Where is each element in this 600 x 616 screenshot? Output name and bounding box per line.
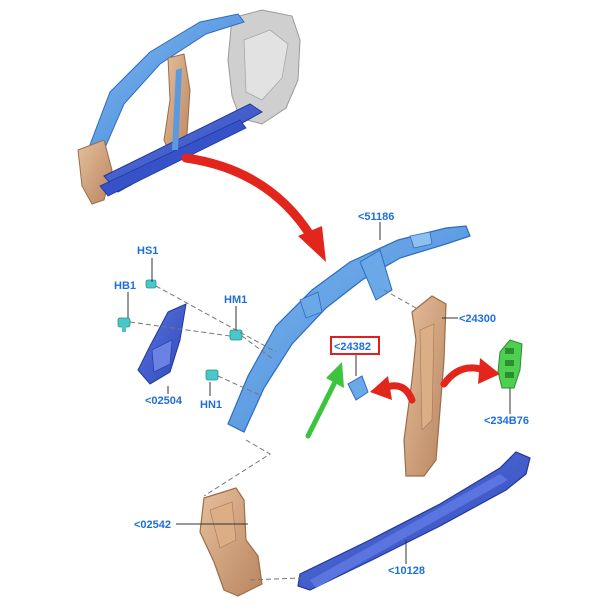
red-arrow-right <box>440 358 500 388</box>
label-hs1: HS1 <box>137 245 158 257</box>
part-02542-hinge-pillar <box>199 487 263 597</box>
part-24382-bracket <box>347 375 369 401</box>
label-hb1: HB1 <box>114 280 136 292</box>
green-arrow <box>305 362 344 439</box>
label-02504: <02504 <box>145 395 183 407</box>
part-51186-roof-rail <box>227 225 471 433</box>
fastener-hn1-icon <box>205 369 219 381</box>
label-24300: <24300 <box>459 313 496 325</box>
label-hn1: HN1 <box>200 399 222 411</box>
part-10128-rocker <box>297 451 531 591</box>
red-arrow-left <box>370 376 416 404</box>
fastener-hs1-icon <box>145 279 157 289</box>
part-02504-a-pillar-lower <box>137 303 187 385</box>
full-body-side-assembly <box>77 9 301 205</box>
assembly-guide-lines <box>129 285 417 581</box>
fastener-hb1-icon <box>117 317 131 332</box>
leader-lines <box>127 222 511 564</box>
label-hm1: HM1 <box>224 294 247 306</box>
roof-rail-assembly <box>87 13 245 151</box>
label-24382: <24382 <box>334 341 371 353</box>
highlight-box-24382 <box>330 336 380 355</box>
label-51186: <51186 <box>358 211 394 223</box>
label-02542: <02542 <box>134 519 171 531</box>
label-234b76: <234B76 <box>484 415 529 427</box>
curved-red-arrow <box>181 153 326 262</box>
part-24300-b-pillar <box>403 295 447 477</box>
part-234b76-reinforcement <box>497 339 523 389</box>
fastener-hm1-icon <box>229 329 243 341</box>
label-10128: <10128 <box>388 565 425 577</box>
